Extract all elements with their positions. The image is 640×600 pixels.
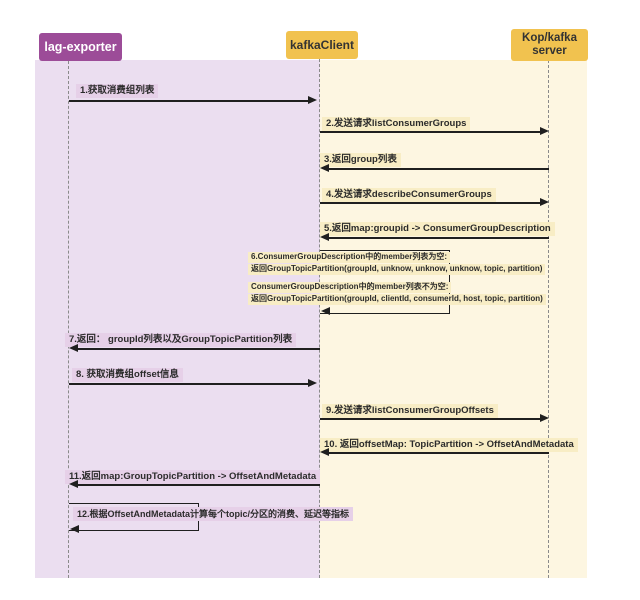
- message-10-arrowhead-icon: [320, 448, 329, 456]
- message-1-line: [69, 100, 309, 102]
- message-9-label: 9.发送请求listConsumerGroupOffsets: [322, 404, 498, 418]
- message-4-arrowhead-icon: [540, 198, 549, 206]
- message-3-line: [328, 168, 549, 170]
- message-4-label: 4.发送请求describeConsumerGroups: [322, 188, 496, 202]
- message-3-label: 3.返回group列表: [320, 153, 401, 167]
- actor-kafka-client: kafkaClient: [286, 31, 358, 59]
- message-11-arrowhead-icon: [69, 480, 78, 488]
- message-3-arrowhead-icon: [320, 164, 329, 172]
- kafka-activation-region: [320, 60, 587, 578]
- lifeline-kafka-client: [319, 59, 320, 578]
- message-7-arrowhead-icon: [69, 344, 78, 352]
- lifeline-lag-exporter: [68, 61, 69, 578]
- message-8-arrowhead-icon: [308, 379, 317, 387]
- message-6-line-2: 返回GroupTopicPartition(groupId, unknow, u…: [248, 264, 546, 275]
- message-8-line: [69, 383, 309, 385]
- lag-exporter-activation-region: [35, 60, 320, 578]
- message-9-arrowhead-icon: [540, 414, 549, 422]
- message-2-label: 2.发送请求listConsumerGroups: [322, 117, 471, 131]
- message-6-line-4: 返回GroupTopicPartition(groupId, clientId,…: [248, 294, 546, 305]
- message-12-arrowhead-icon: [70, 525, 79, 533]
- message-6-line-1: 6.ConsumerGroupDescription中的member列表为空:: [248, 252, 451, 263]
- message-5-line: [328, 237, 549, 239]
- message-7-line: [77, 348, 320, 350]
- message-10-label: 10. 返回offsetMap: TopicPartition -> Offse…: [320, 438, 578, 452]
- lifeline-kop-kafka-server: [548, 60, 549, 578]
- message-6-arrowhead-icon: [321, 307, 330, 315]
- message-7-label: 7.返回： groupId列表以及GroupTopicPartition列表: [65, 333, 297, 347]
- actor-lag-exporter: lag-exporter: [39, 33, 122, 61]
- message-10-line: [328, 452, 549, 454]
- message-11-line: [77, 484, 320, 486]
- message-6-line-3: ConsumerGroupDescription中的member列表不为空:: [248, 282, 452, 293]
- message-5-arrowhead-icon: [320, 233, 329, 241]
- message-2-arrowhead-icon: [540, 127, 549, 135]
- message-4-line: [320, 202, 541, 204]
- message-8-label: 8. 获取消费组offset信息: [72, 368, 183, 382]
- message-5-label: 5.返回map:groupid -> ConsumerGroupDescript…: [320, 222, 555, 236]
- message-2-line: [320, 131, 541, 133]
- actor-kop-kafka-server: Kop/kafka server: [511, 29, 588, 61]
- message-6-note: 6.ConsumerGroupDescription中的member列表为空: …: [248, 252, 546, 306]
- message-9-line: [320, 418, 541, 420]
- message-11-label: 11.返回map:GroupTopicPartition -> OffsetAn…: [65, 470, 321, 484]
- message-1-label: 1.获取消费组列表: [76, 84, 159, 98]
- message-1-arrowhead-icon: [308, 96, 317, 104]
- message-12-label: 12.根据OffsetAndMetadata计算每个topic/分区的消费、延迟…: [73, 507, 354, 521]
